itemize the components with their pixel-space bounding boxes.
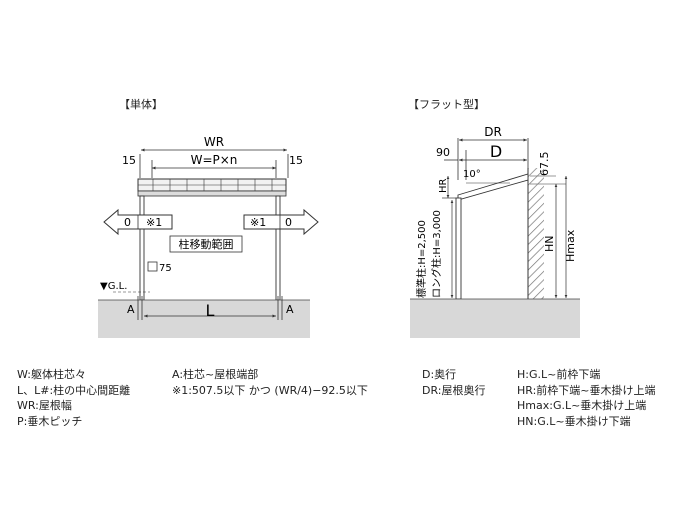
legend-item: WR:屋根幅 [17,399,72,412]
building-wall [528,168,544,299]
legend-col-3: D:奥行 DR:屋根奥行 [422,367,485,398]
legend-col-2: A:柱芯~屋根端部 ※1:507.5以下 かつ (WR/4)−92.5以下 [172,367,368,398]
wr-label: WR [204,135,224,149]
side-overhang-left: 15 [122,154,136,167]
move-left-note: ※1 [146,216,162,229]
legend-col-4: H:G.L~前枠下端 HR:前枠下端~垂木掛け上端 Hmax:G.L~垂木掛け上… [517,367,656,429]
legend-item: HR:前枠下端~垂木掛け上端 [517,383,656,397]
legend-col-1: W:躯体柱芯々 L、L#:柱の中心間距離 WR:屋根幅 P:垂木ピッチ [17,367,130,429]
post-size-label: 75 [159,263,172,274]
long-post-label: ロング柱:H=3,000 [430,210,443,298]
legend-item: A:柱芯~屋根端部 [172,368,259,381]
legend-item: H:G.L~前枠下端 [517,368,601,381]
legend-item: HN:G.L~垂木掛け下端 [517,414,631,428]
move-range-label: 柱移動範囲 [179,237,234,251]
left-diagram-title: 【単体】 [119,97,163,111]
hr-label: HR [438,178,449,193]
front-post [455,197,462,300]
w-equation-label: W=P×n [191,153,238,167]
hn-label: HN [543,236,556,253]
wr-dimension [139,148,289,178]
l-dimension [137,296,283,320]
ground-right [410,299,580,338]
move-range-box [169,235,243,253]
legend-item: D:奥行 [422,368,457,381]
hn-hmax-dimensions [554,176,568,298]
ground-left [98,300,310,338]
l-label: L [206,301,215,320]
legend-item: ※1:507.5以下 かつ (WR/4)−92.5以下 [172,383,368,397]
right-diagram-title: 【フラット型】 [408,97,485,111]
a-label-right: A [286,303,294,316]
side-overhang-right: 15 [289,154,303,167]
post-section-box [147,261,158,272]
roof-panel [137,178,287,197]
a-label-left: A [127,303,135,316]
move-arrow-right [243,208,319,236]
legend-item: W:躯体柱芯々 [17,368,86,381]
dr-label: DR [484,125,502,139]
dr-dimension [444,138,529,180]
hmax-label: Hmax [564,229,577,262]
legend-item: L、L#:柱の中心間距離 [17,383,131,397]
ninety-label: 90 [436,146,450,159]
move-arrow-left [103,208,173,236]
d-label: D [490,142,502,161]
legend-item: DR:屋根奥行 [422,383,486,397]
legend-item: P:垂木ピッチ [17,414,83,428]
angle-label: 10° [463,169,481,180]
move-left-zero: 0 [124,216,131,229]
move-right-zero: 0 [285,216,292,229]
ground-level-label: ▼G.L. [100,281,127,292]
standard-post-label: 標準柱:H=2,500 [415,220,428,298]
legend-item: Hmax:G.L~垂木掛け上端 [517,399,647,412]
move-right-note: ※1 [250,216,266,229]
hr-dimension [442,176,456,199]
